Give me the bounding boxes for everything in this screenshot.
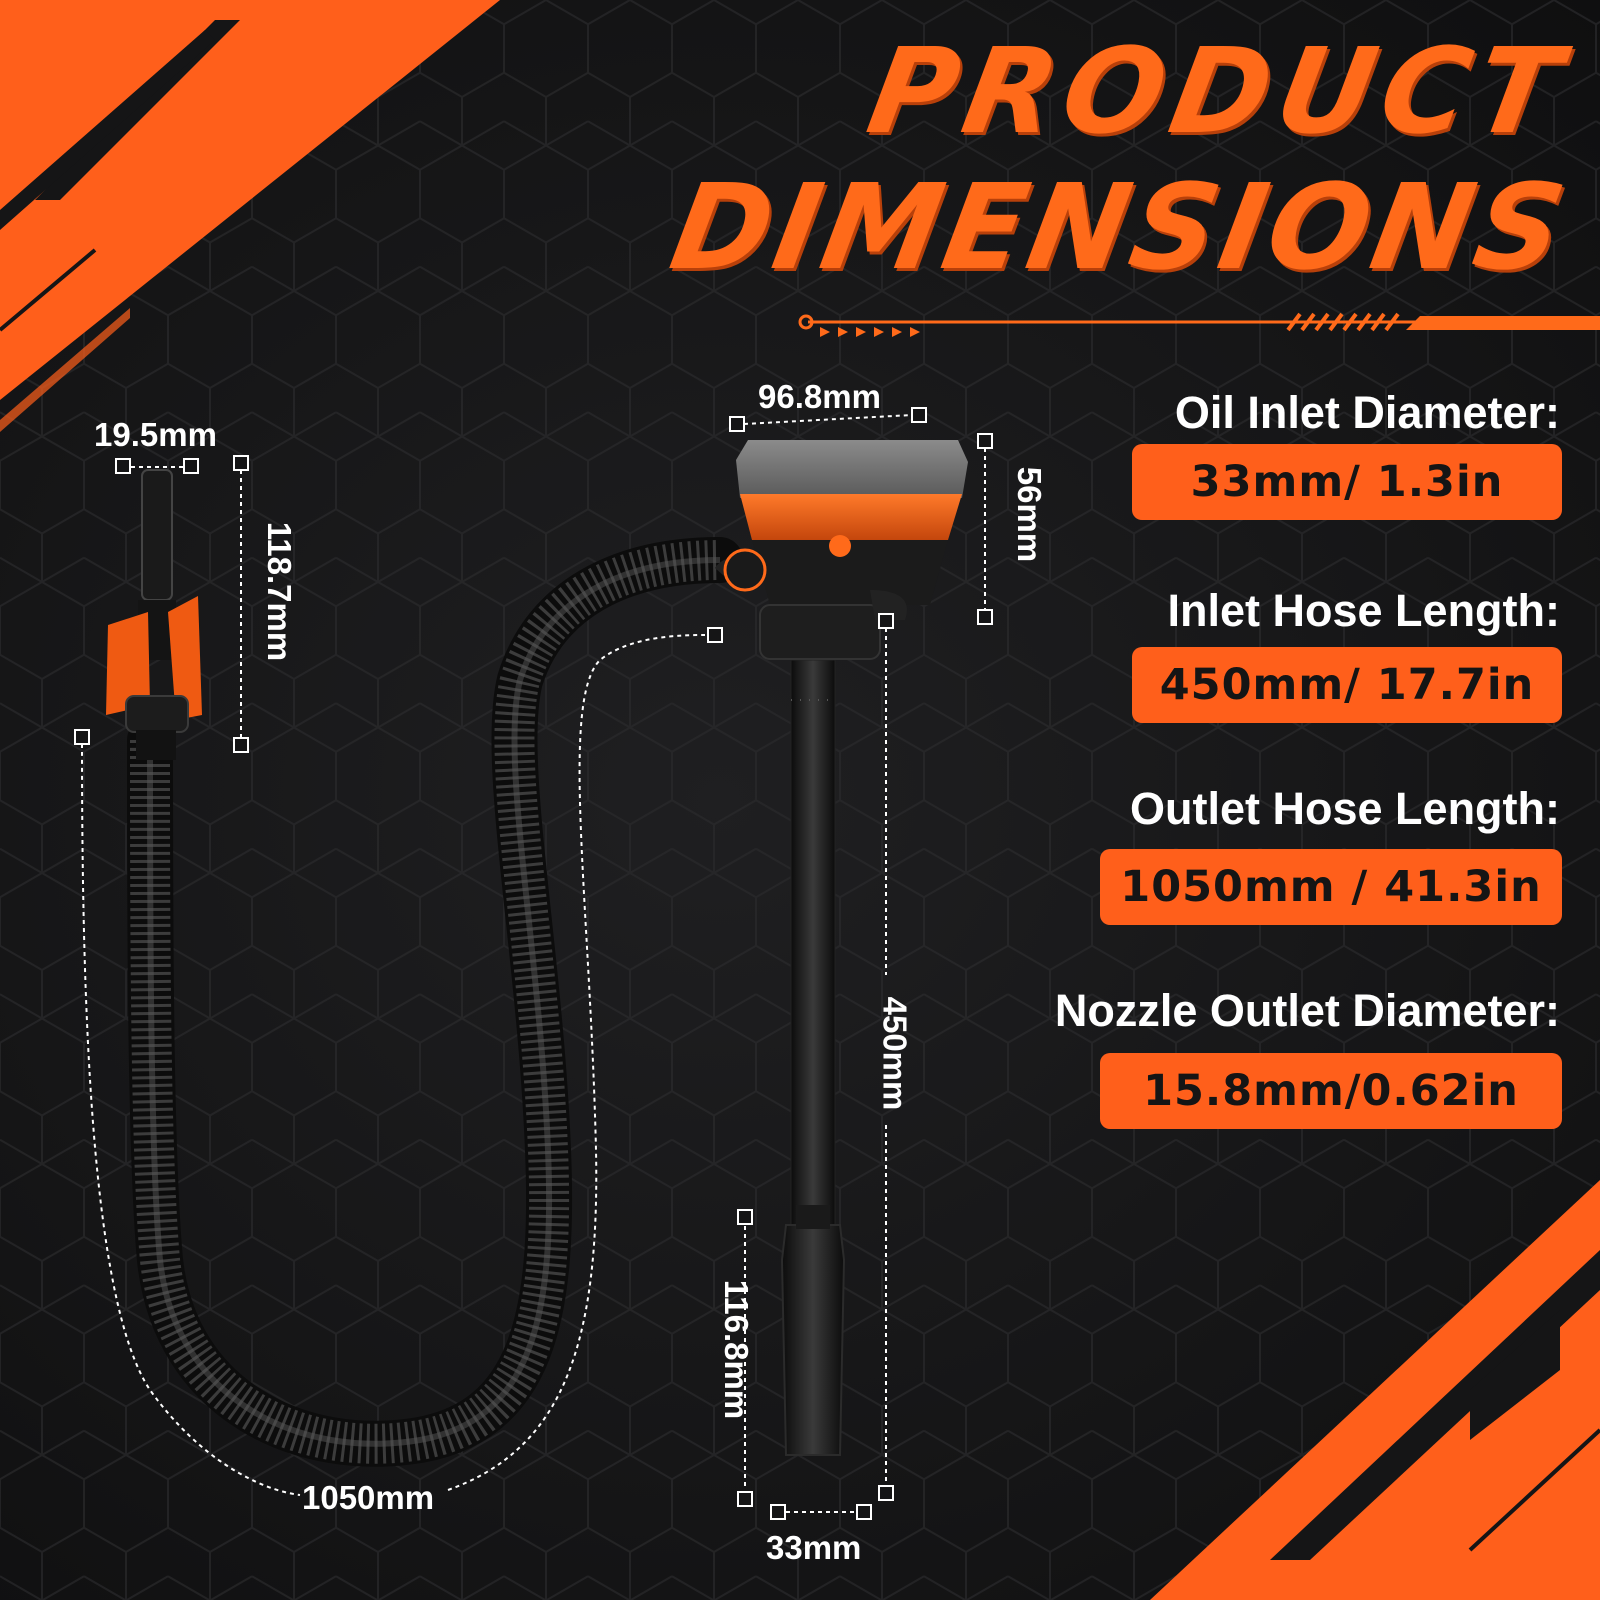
hatch-marks — [1286, 312, 1400, 332]
spec-pill-nozzle-outlet: 15.8mm/0.62in — [1100, 1053, 1562, 1129]
filter-tip — [780, 1224, 846, 1456]
dim-nozzle-width: 19.5mm — [94, 416, 217, 453]
title-line-2: DIMENSIONS — [662, 158, 1579, 296]
dim-pump-height: 56mm — [1011, 466, 1049, 563]
title-line-1: PRODUCT — [859, 22, 1579, 160]
inlet-tube — [780, 659, 846, 1456]
spec-pill-outlet-hose: 1050mm / 41.3in — [1100, 849, 1562, 925]
corner-stripe-top-left — [0, 0, 500, 400]
spec-value-oil-inlet: 33mm/ 1.3in — [1190, 457, 1504, 507]
pump-head — [715, 440, 968, 660]
corner-notch — [35, 20, 240, 200]
dim-outlet-hose-length: 1050mm — [302, 1479, 435, 1516]
spec-value-outlet-hose: 1050mm / 41.3in — [1120, 862, 1542, 912]
spec-value-nozzle-outlet: 15.8mm/0.62in — [1143, 1066, 1519, 1116]
spec-value-inlet-hose: 450mm/ 17.7in — [1159, 660, 1535, 710]
dim-pump-width: 96.8mm — [758, 378, 881, 415]
dim-inlet-hose-length: 450mm — [876, 996, 914, 1111]
outlet-hose — [127, 537, 743, 1467]
dim-nozzle-height: 118.7mm — [261, 521, 299, 662]
dimension-guides — [74, 407, 993, 1520]
corner-stripe-bottom-right — [1150, 1180, 1600, 1600]
spec-label-oil-inlet: Oil Inlet Diameter: — [1174, 387, 1560, 438]
spec-label-outlet-hose: Outlet Hose Length: — [1130, 783, 1560, 834]
spec-pill-inlet-hose: 450mm/ 17.7in — [1132, 647, 1562, 723]
spec-pill-oil-inlet: 33mm/ 1.3in — [1132, 444, 1562, 520]
spec-label-nozzle-outlet: Nozzle Outlet Diameter: — [1054, 985, 1560, 1036]
arrow-marks — [820, 327, 920, 337]
nozzle — [106, 469, 202, 760]
dim-filter-width: 33mm — [766, 1529, 862, 1566]
spec-label-inlet-hose: Inlet Hose Length: — [1167, 585, 1561, 636]
dim-filter-height: 116.8mm — [718, 1279, 756, 1420]
